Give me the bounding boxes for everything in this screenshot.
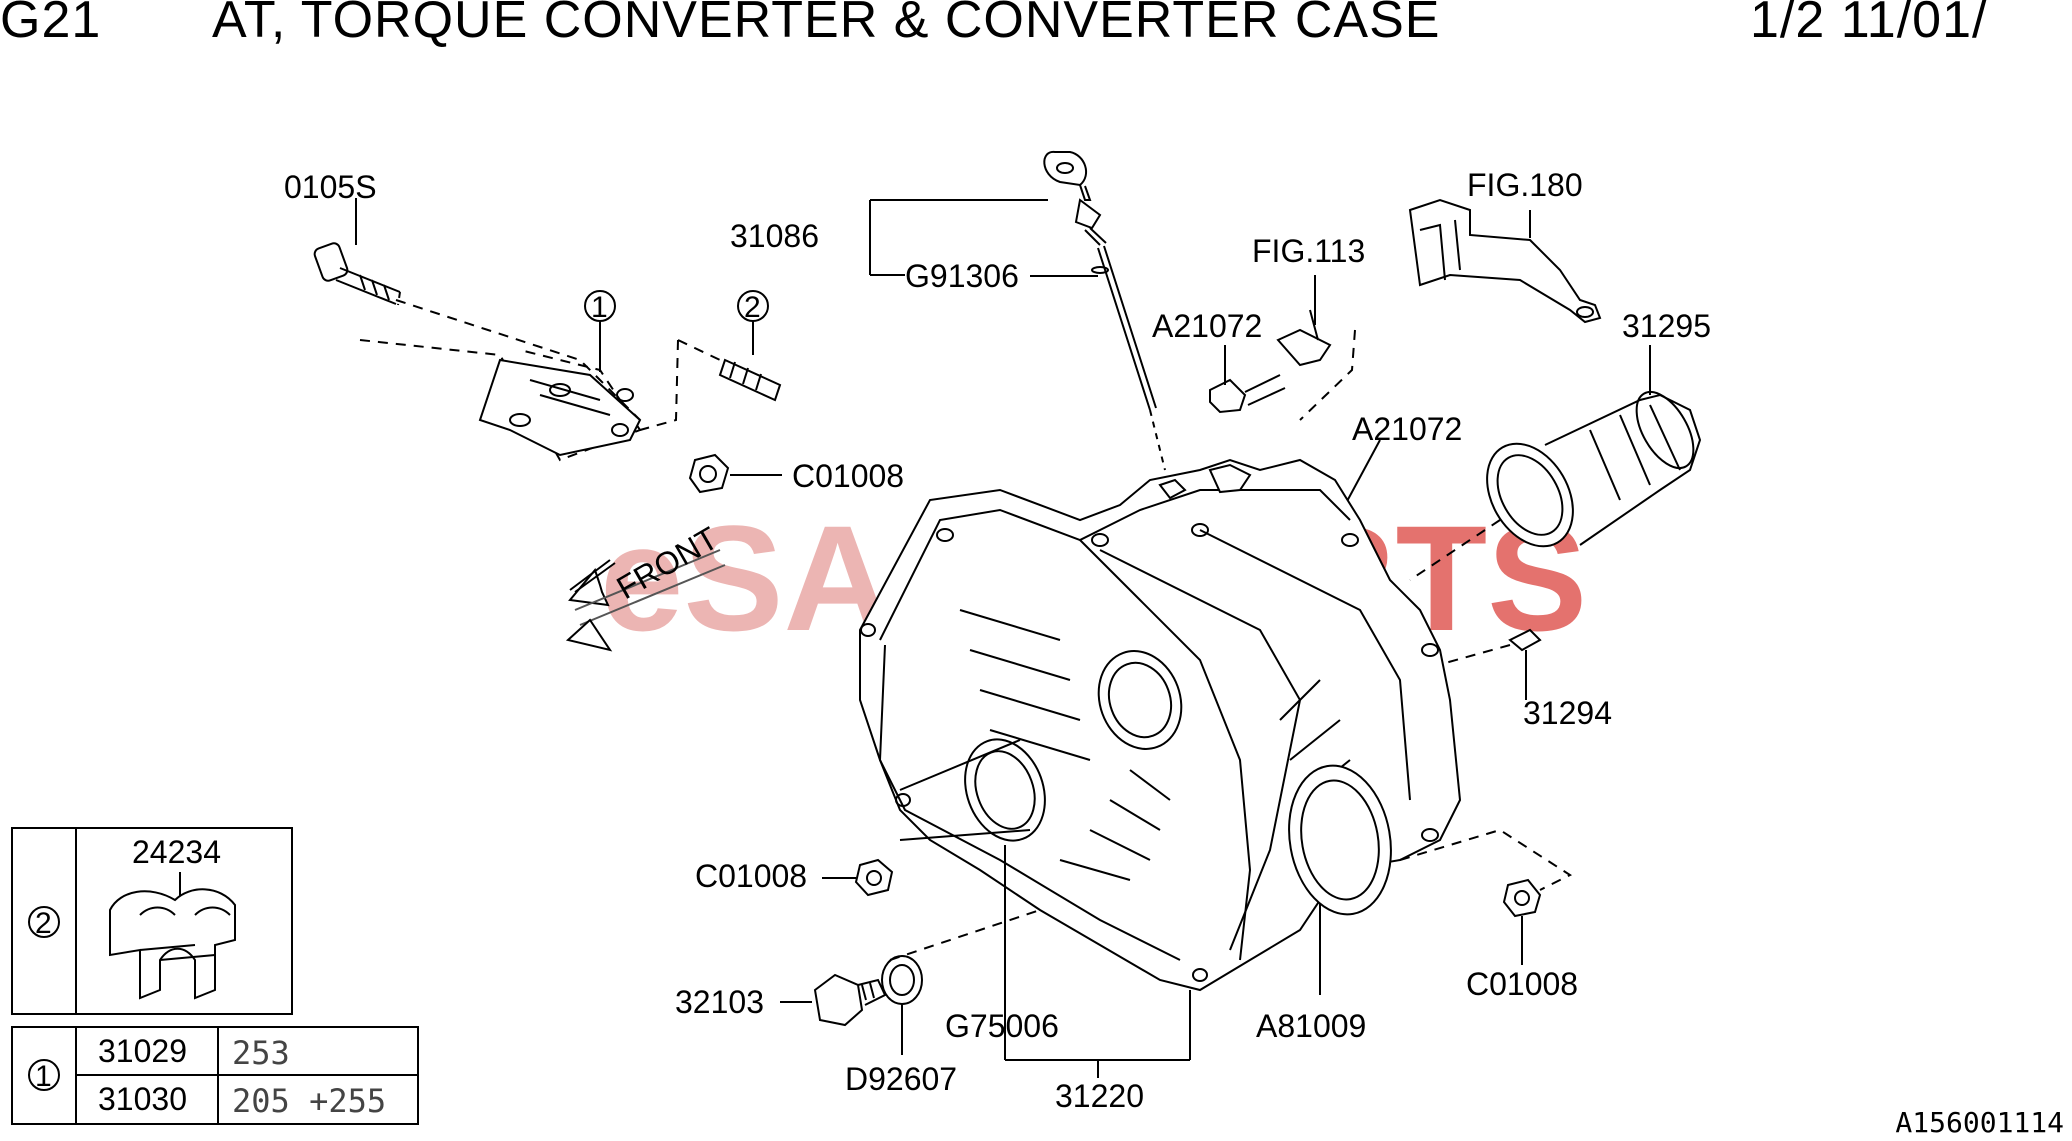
inset-2-box: 2 24234 bbox=[11, 827, 293, 1015]
group-title: AT, TORQUE CONVERTER & CONVERTER CASE bbox=[212, 0, 1441, 49]
callout-c01008-top: C01008 bbox=[792, 458, 904, 494]
diagram-code: A156001114 bbox=[1895, 1106, 2064, 1139]
inset-2-ref: 2 bbox=[35, 907, 52, 940]
nut-c01008-left-icon bbox=[854, 858, 894, 897]
callout-a21072-mid: A21072 bbox=[1352, 411, 1462, 447]
callout-a21072-top: A21072 bbox=[1152, 308, 1262, 344]
callout-d92607: D92607 bbox=[845, 1061, 957, 1097]
clip-2-icon bbox=[639, 339, 782, 431]
hose-31295-icon bbox=[1486, 391, 1702, 548]
inset-1-ref: 1 bbox=[35, 1060, 52, 1093]
drain-plug-32103-icon bbox=[813, 973, 887, 1027]
callout-31086: 31086 bbox=[730, 218, 819, 254]
converter-case-31220-icon bbox=[859, 458, 1462, 992]
callout-g75006: G75006 bbox=[945, 1008, 1059, 1044]
callout-c01008-left: C01008 bbox=[695, 858, 807, 894]
nut-c01008-top-icon bbox=[688, 453, 730, 494]
ref-2-label: 2 bbox=[744, 291, 761, 324]
dipstick-31086-icon bbox=[1043, 150, 1166, 471]
group-code: G21 bbox=[0, 0, 102, 49]
washer-d92607-icon bbox=[881, 955, 923, 1005]
nut-c01008-right-icon bbox=[1502, 878, 1542, 918]
bracket-1-icon bbox=[359, 339, 642, 462]
callout-a81009: A81009 bbox=[1256, 1008, 1366, 1044]
guide-c01008c bbox=[1399, 828, 1573, 891]
inset-1-part-1: 31029 bbox=[98, 1033, 187, 1069]
callout-fig113: FIG.113 bbox=[1252, 233, 1365, 269]
bracket-fig180-icon bbox=[1408, 198, 1602, 324]
guide-d92607 bbox=[889, 909, 1041, 961]
inset-1-part-2: 31030 bbox=[98, 1081, 187, 1117]
callout-31295: 31295 bbox=[1622, 308, 1711, 344]
clip-24234-icon bbox=[109, 888, 236, 1000]
callout-0105s: 0105S bbox=[284, 169, 377, 205]
callout-31294: 31294 bbox=[1523, 695, 1612, 731]
inset-1-table: 1 31029 253 31030 205 +255 bbox=[11, 1026, 419, 1125]
inset-1-code-1: 253 bbox=[232, 1034, 290, 1072]
callout-31220: 31220 bbox=[1055, 1078, 1144, 1114]
bolt-a21072-top-icon bbox=[1209, 309, 1356, 421]
callout-32103: 32103 bbox=[675, 984, 764, 1020]
guide-31295 bbox=[1409, 519, 1501, 581]
callout-g91306: G91306 bbox=[905, 258, 1019, 294]
inset-1-code-2: 205 +255 bbox=[232, 1082, 386, 1120]
page-info: 1/2 11/01/ bbox=[1750, 0, 1988, 49]
leader-31086 bbox=[869, 199, 1048, 276]
bolt-0105s-icon bbox=[313, 242, 401, 306]
callout-fig180: FIG.180 bbox=[1467, 167, 1583, 203]
ref-1-label: 1 bbox=[591, 291, 608, 324]
pin-31294-icon bbox=[1508, 628, 1542, 652]
inset-2-part: 24234 bbox=[132, 834, 221, 870]
callout-c01008-right: C01008 bbox=[1466, 966, 1578, 1002]
